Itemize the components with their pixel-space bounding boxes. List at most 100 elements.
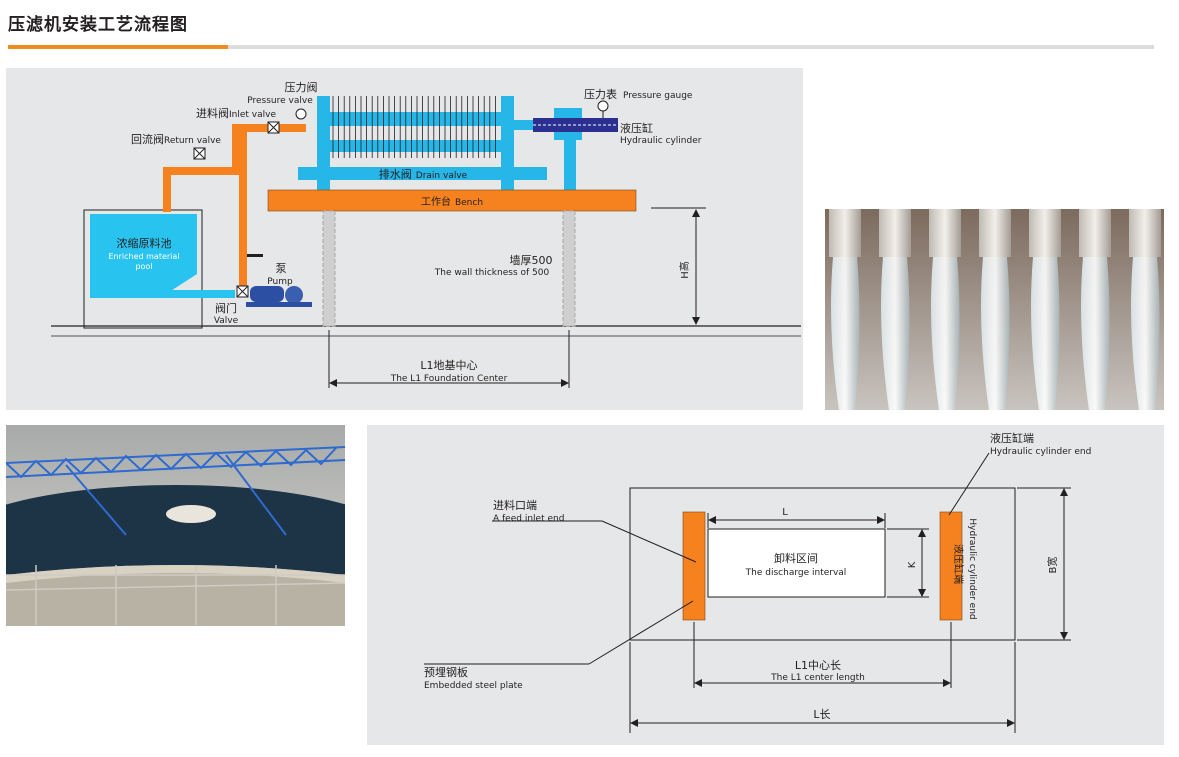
return-valve-label: 回流阀Return valve xyxy=(131,132,221,146)
h-arrow-top xyxy=(692,209,700,217)
feed-end-label-en: A feed inlet end xyxy=(493,514,564,524)
inlet-valve-label: 进料阀Inlet valve xyxy=(196,106,276,120)
water-stream xyxy=(981,257,1010,410)
pressure-gauge-icon xyxy=(597,100,609,112)
water-stream xyxy=(881,257,910,410)
vertical-plate-label-cn: 液压缸端 xyxy=(952,544,965,584)
tank-label-en-1: Enriched material xyxy=(108,252,179,261)
title-underline xyxy=(8,45,1154,49)
tank-outline xyxy=(83,209,203,329)
hydraulic-cylinder-label-cn: 液压缸 xyxy=(620,121,653,135)
l1c-arrow-right xyxy=(943,679,951,687)
steel-plate-leader-2 xyxy=(588,600,694,665)
height-label: H高 xyxy=(678,261,691,279)
plan-diagram: 卸料区间 The discharge interval 液压缸端 Hydraul… xyxy=(424,431,1091,733)
water-stream xyxy=(931,257,960,410)
discharge-interval-box xyxy=(707,528,886,598)
hyd-end-label-cn: 液压缸端 xyxy=(990,431,1034,445)
return-valve-label-cn: 回流阀 xyxy=(131,132,164,146)
return-valve-label-en: Return valve xyxy=(164,136,221,146)
steel-plate-label-cn: 预埋钢板 xyxy=(424,665,468,679)
pressure-gauge-label-en: Pressure gauge xyxy=(623,91,693,101)
outlet-pipe xyxy=(1029,209,1061,257)
steel-plate-label-en: Embedded steel plate xyxy=(424,681,523,691)
process-diagram-panel: 浓缩原料池 Enriched material pool 工作台 Bench H高 xyxy=(6,68,803,410)
l1-label-en: The L1 Foundation Center xyxy=(390,374,508,384)
valve-label-cn: 阀门 xyxy=(215,301,237,315)
outlet-pipe xyxy=(979,209,1011,257)
hydraulic-cylinder-label-en: Hydraulic cylinder xyxy=(620,136,702,146)
pump-motor xyxy=(250,286,284,302)
water-stream xyxy=(1131,257,1160,410)
hyd-end-leader xyxy=(948,452,990,516)
b-arrow-top xyxy=(1060,488,1068,496)
drain-valve-label-en: Drain valve xyxy=(416,171,468,181)
inlet-valve-cross-2 xyxy=(267,121,280,134)
k-arrow-bottom xyxy=(918,589,926,597)
l1-arrow-left xyxy=(329,379,337,387)
water-outlets xyxy=(829,209,1161,410)
bridge-truss xyxy=(6,446,345,536)
tank-label-cn: 浓缩原料池 xyxy=(117,236,172,250)
l-label: L xyxy=(782,507,788,518)
outlet-pipe xyxy=(1079,209,1111,257)
drain-valve-label: 排水阀 Drain valve xyxy=(379,167,468,181)
lt-arrow-left xyxy=(630,719,638,727)
l1-label-cn: L1地基中心 xyxy=(420,359,477,372)
drain-valve-label-cn: 排水阀 xyxy=(379,167,412,181)
discharge-label-cn: 卸料区间 xyxy=(774,551,818,565)
l-total-label: L长 xyxy=(813,708,830,721)
water-outlets-illustration xyxy=(825,209,1164,410)
l-arrow-right xyxy=(877,516,885,524)
feed-end-leader-2 xyxy=(601,520,697,563)
water-stream xyxy=(1031,257,1060,410)
sedimentation-tank-photo xyxy=(6,425,345,626)
valve-cross-2 xyxy=(236,285,249,298)
valve-label-en: Valve xyxy=(214,316,239,326)
bench-label: 工作台 Bench xyxy=(421,195,483,208)
discharge-label-en: The discharge interval xyxy=(745,568,847,578)
wall-left xyxy=(322,210,336,327)
water-stream xyxy=(831,257,860,410)
water-outlets-photo xyxy=(825,209,1164,410)
railing xyxy=(6,565,345,625)
pump-housing xyxy=(285,286,303,304)
pump-marker xyxy=(247,254,263,257)
cylinder-leg xyxy=(564,140,576,190)
pressure-valve-label-en: Pressure valve xyxy=(247,96,313,106)
filter-plates xyxy=(332,96,496,158)
filter-beam-bottom xyxy=(330,140,501,152)
k-arrow-top xyxy=(918,529,926,537)
k-label: K xyxy=(907,561,918,568)
wall-thickness-label-en: The wall thickness of 500 xyxy=(434,268,550,278)
process-diagram: 浓缩原料池 Enriched material pool 工作台 Bench H高 xyxy=(51,80,801,388)
return-pipe xyxy=(163,124,306,212)
outlet-pipe xyxy=(929,209,961,257)
bench xyxy=(267,189,637,212)
outlet-pipe xyxy=(829,209,861,257)
pump-label-en: Pump xyxy=(267,277,293,287)
tank-label-en-2: pool xyxy=(135,262,152,271)
lt-arrow-right xyxy=(1007,719,1015,727)
inlet-valve-label-en: Inlet valve xyxy=(229,110,276,120)
bench-label-en: Bench xyxy=(455,198,483,208)
vertical-plate-label-en: Hydraulic cylinder end xyxy=(967,518,977,619)
inlet-valve-label-cn: 进料阀 xyxy=(196,106,229,120)
feed-end-steel-plate xyxy=(682,511,706,621)
pressure-gauge-label-cn: 压力表 xyxy=(584,87,617,101)
wall-right xyxy=(562,210,576,327)
l1-center-label-en: The L1 center length xyxy=(770,673,865,683)
l1-arrow-right xyxy=(561,379,569,387)
sedimentation-tank-illustration xyxy=(6,425,345,626)
h-arrow-bottom xyxy=(692,317,700,325)
filter-beam-top xyxy=(330,112,501,126)
bench-label-cn: 工作台 xyxy=(421,195,451,208)
pump-base xyxy=(246,302,312,307)
l1c-arrow-left xyxy=(694,679,702,687)
return-valve-cross-2 xyxy=(193,147,206,160)
outlet-pipe xyxy=(1129,209,1161,257)
water-stream xyxy=(1081,257,1110,410)
pressure-valve-label-cn: 压力阀 xyxy=(285,80,318,94)
hyd-end-label-en: Hydraulic cylinder end xyxy=(990,447,1091,457)
b-arrow-bottom xyxy=(1060,632,1068,640)
